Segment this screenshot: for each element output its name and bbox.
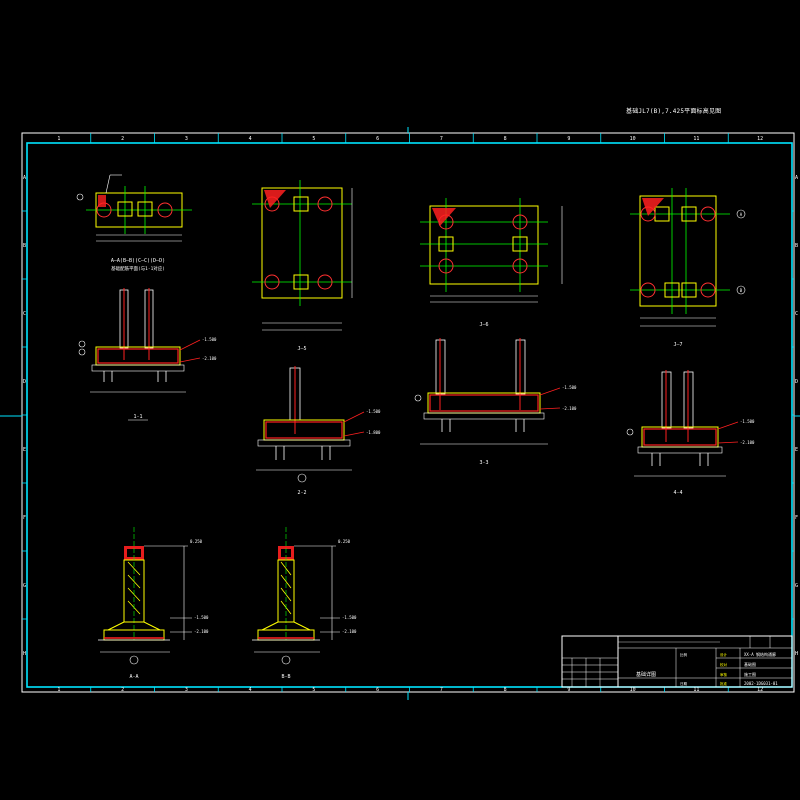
section-B-elev-b: -2.100 (342, 629, 357, 634)
plan-A-subcaption: 基础配筋平面(与1-1对应) (111, 265, 165, 272)
section-B-caption: B-B (281, 674, 290, 680)
grid-col-label-bottom: 2 (121, 687, 124, 693)
grid-col-label-top: 4 (249, 136, 252, 142)
section-A-caption: A-A (129, 674, 138, 680)
grid-row-label-right: D (795, 379, 798, 385)
section-1-1: -1.500 -2.100 1-1 (78, 288, 217, 421)
grid-col-label-top: 11 (693, 136, 699, 142)
tb-stage: 施工图 (744, 671, 756, 677)
section-A-A: -1.500 -2.100 0.250 A-A (98, 527, 209, 680)
plan-J7-caption: J—7 (673, 342, 682, 348)
grid-col-label-top: 2 (121, 136, 124, 142)
plan-A-caption: A—A(B—B)(C—C)(D—D) (111, 258, 165, 264)
section-2-elev-a: -1.500 (366, 409, 381, 414)
grid-col-label-bottom: 8 (504, 687, 507, 693)
grid-row-label-left: B (23, 243, 26, 249)
tb-drawing: 基础图 (744, 661, 756, 667)
plan-J7-axis-b: B (740, 288, 743, 293)
grid-row-label-left: H (23, 651, 26, 657)
grid-col-label-top: 7 (440, 136, 443, 142)
section-B-elev-top: 0.250 (338, 539, 351, 544)
tb-label-scale: 比例 (680, 652, 688, 657)
section-4-caption: 4-4 (673, 490, 682, 496)
grid-row-label-left: E (23, 447, 26, 453)
grid-col-label-top: 12 (757, 136, 763, 142)
grid-row-label-left: G (23, 583, 26, 589)
grid-col-label-bottom: 3 (185, 687, 188, 693)
grid-col-label-top: 8 (504, 136, 507, 142)
grid-row-label-right: C (795, 311, 798, 317)
tb-drawing-no: 2002-1DG031-01 (744, 681, 778, 686)
grid-ticks-right: A B C D E F G H (792, 175, 798, 657)
plan-A: A—A(B—B)(C—C)(D—D) 基础配筋平面(与1-1对应) (76, 174, 192, 272)
plan-J5-caption: J—5 (297, 346, 306, 352)
section-B-elev-a: -1.500 (342, 615, 357, 620)
grid-row-label-left: F (23, 515, 26, 521)
grid-col-label-bottom: 7 (440, 687, 443, 693)
plan-J5: J—5 (252, 180, 353, 352)
section-2-2: -1.500 -1.800 2-2 (256, 366, 381, 496)
tb-label-date: 日期 (680, 681, 688, 686)
plan-J7-axis-a: A (740, 212, 743, 217)
section-1-elev-a: -1.500 (202, 337, 217, 342)
grid-row-label-right: F (795, 515, 798, 521)
grid-col-label-bottom: 6 (376, 687, 379, 693)
plan-J7: A B J—7 (630, 188, 746, 348)
tb-label-approve: 批准 (720, 681, 728, 686)
section-3-caption: 3-3 (479, 460, 488, 466)
section-B-B: -1.500 -2.100 0.250 B-B (252, 527, 357, 680)
title-block: 基础详图 XX-A 钢结构通廊 基础图 施工图 2002-1DG031-01 设… (561, 635, 793, 688)
grid-ticks-left: A B C D E F G H (22, 175, 27, 657)
grid-row-label-right: A (795, 175, 798, 181)
grid-row-label-right: H (795, 651, 798, 657)
tb-sheet-title: 基础详图 (636, 671, 656, 678)
section-A-elev-b: -2.100 (194, 629, 209, 634)
grid-row-label-left: C (23, 311, 26, 317)
section-2-elev-b: -1.800 (366, 430, 381, 435)
grid-col-label-bottom: 12 (757, 687, 763, 693)
grid-col-label-top: 6 (376, 136, 379, 142)
grid-col-label-top: 5 (312, 136, 315, 142)
section-2-caption: 2-2 (297, 490, 306, 496)
section-4-elev-a: -1.500 (740, 419, 755, 424)
section-4-4: -1.500 -2.100 4-4 (626, 370, 755, 496)
header-note: 基础JL7(B),7.425平面标高见图 (626, 108, 722, 115)
tb-label-check: 校对 (720, 662, 728, 667)
grid-row-label-left: A (23, 175, 26, 181)
section-A-elev-top: 0.250 (190, 539, 203, 544)
tb-project: XX-A 钢结构通廊 (744, 651, 776, 657)
grid-row-label-right: G (795, 583, 798, 589)
outer-frame (21, 132, 795, 693)
grid-col-label-bottom: 10 (630, 687, 636, 693)
grid-row-label-right: B (795, 243, 798, 249)
section-3-3: -1.500 -2.100 3-3 (414, 338, 577, 466)
grid-col-label-top: 10 (630, 136, 636, 142)
grid-col-label-top: 3 (185, 136, 188, 142)
section-1-caption: 1-1 (133, 414, 142, 420)
section-3-elev-a: -1.500 (562, 385, 577, 390)
grid-col-label-bottom: 4 (249, 687, 252, 693)
section-1-elev-b: -2.100 (202, 356, 217, 361)
tb-label-design: 设计 (720, 652, 728, 657)
section-4-elev-b: -2.100 (740, 440, 755, 445)
grid-col-label-top: 9 (567, 136, 570, 142)
section-A-elev-a: -1.500 (194, 615, 209, 620)
grid-col-label-bottom: 5 (312, 687, 315, 693)
plan-J6: J—6 (420, 198, 563, 328)
plan-J6-caption: J—6 (479, 322, 488, 328)
section-3-elev-b: -2.100 (562, 406, 577, 411)
grid-col-label-bottom: 9 (567, 687, 570, 693)
grid-col-label-top: 1 (57, 136, 60, 142)
tb-label-review: 审核 (720, 672, 728, 677)
grid-col-label-bottom: 1 (57, 687, 60, 693)
grid-row-label-right: E (795, 447, 798, 453)
grid-col-label-bottom: 11 (693, 687, 699, 693)
grid-row-label-left: D (23, 379, 26, 385)
